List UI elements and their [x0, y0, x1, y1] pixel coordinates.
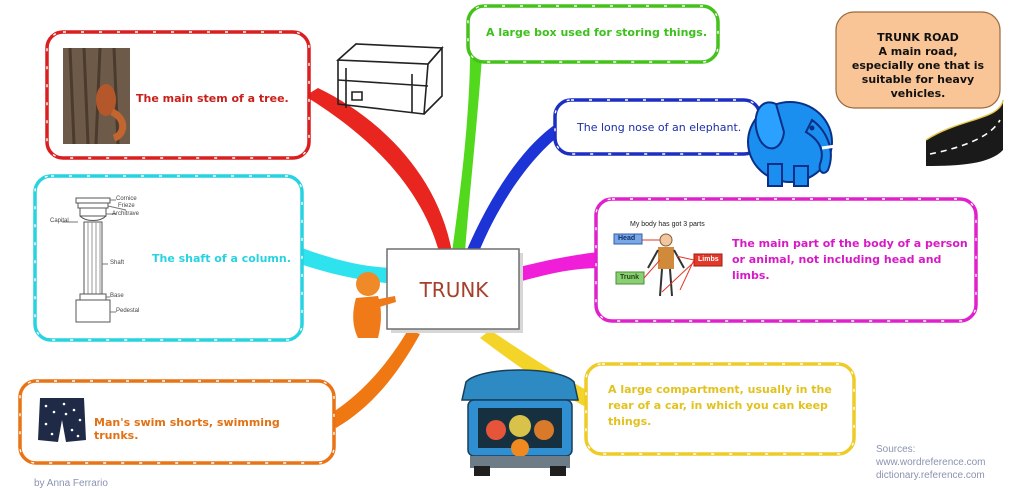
tree-squirrel-photo	[63, 47, 130, 145]
shorts-definition: Man's swim shorts, swimming trunks.	[94, 416, 280, 442]
swim-shorts-drawing	[38, 398, 86, 442]
column-label-cornice: Cornice	[116, 196, 137, 202]
branch-green	[452, 22, 484, 252]
bubble-shorts	[18, 379, 336, 465]
column-label-capital: Capital	[50, 218, 69, 224]
sources-label: Sources:	[876, 444, 916, 455]
road-drawing	[925, 99, 1004, 166]
car-trunk-drawing	[461, 369, 579, 476]
road-title: TRUNK ROAD	[877, 31, 959, 44]
column-label-base: Base	[110, 293, 124, 299]
sources-line-2: dictionary.reference.com	[876, 470, 985, 481]
elephant-definition: The long nose of an elephant.	[577, 121, 742, 134]
column-label-pedestal: Pedestal	[116, 308, 140, 314]
body-parts-diagram	[613, 233, 723, 297]
branch-cyan	[300, 248, 398, 284]
bubble-body	[594, 197, 978, 323]
car-definition: A large compartment, usually in the rear…	[608, 383, 832, 428]
column-label-frieze: Frieze	[118, 203, 135, 209]
branch-magenta	[515, 252, 600, 282]
presenter-figure	[353, 272, 396, 338]
column-definition: The shaft of a column.	[152, 252, 291, 265]
body-label-head: Head	[618, 235, 636, 242]
bubble-car	[584, 362, 856, 456]
center-box	[386, 248, 523, 333]
body-definition: The main part of the body of a person or…	[732, 237, 968, 282]
box-definition: A large box used for storing things.	[486, 26, 708, 39]
body-diagram-caption: My body has got 3 parts	[630, 221, 705, 228]
column-diagram	[62, 197, 127, 323]
bubble-box	[466, 4, 720, 64]
author-credit: by Anna Ferrario	[34, 478, 108, 489]
branch-red	[305, 88, 452, 255]
column-label-architrave: Architrave	[112, 211, 140, 217]
body-label-limbs: Limbs	[698, 256, 719, 263]
column-label-shaft: Shaft	[110, 260, 125, 266]
branch-blue	[466, 126, 561, 254]
chest-drawing	[335, 43, 444, 115]
body-label-trunk: Trunk	[620, 274, 640, 281]
bubble-road	[835, 11, 1001, 109]
bubble-column	[33, 174, 304, 342]
branch-orange	[330, 330, 420, 428]
tree-definition: The main stem of a tree.	[136, 92, 289, 105]
elephant-drawing	[747, 101, 837, 187]
center-title: TRUNK	[419, 278, 489, 302]
sources-line-1: www.wordreference.com	[876, 457, 986, 468]
road-definition: A main road, especially one that is suit…	[851, 45, 985, 100]
